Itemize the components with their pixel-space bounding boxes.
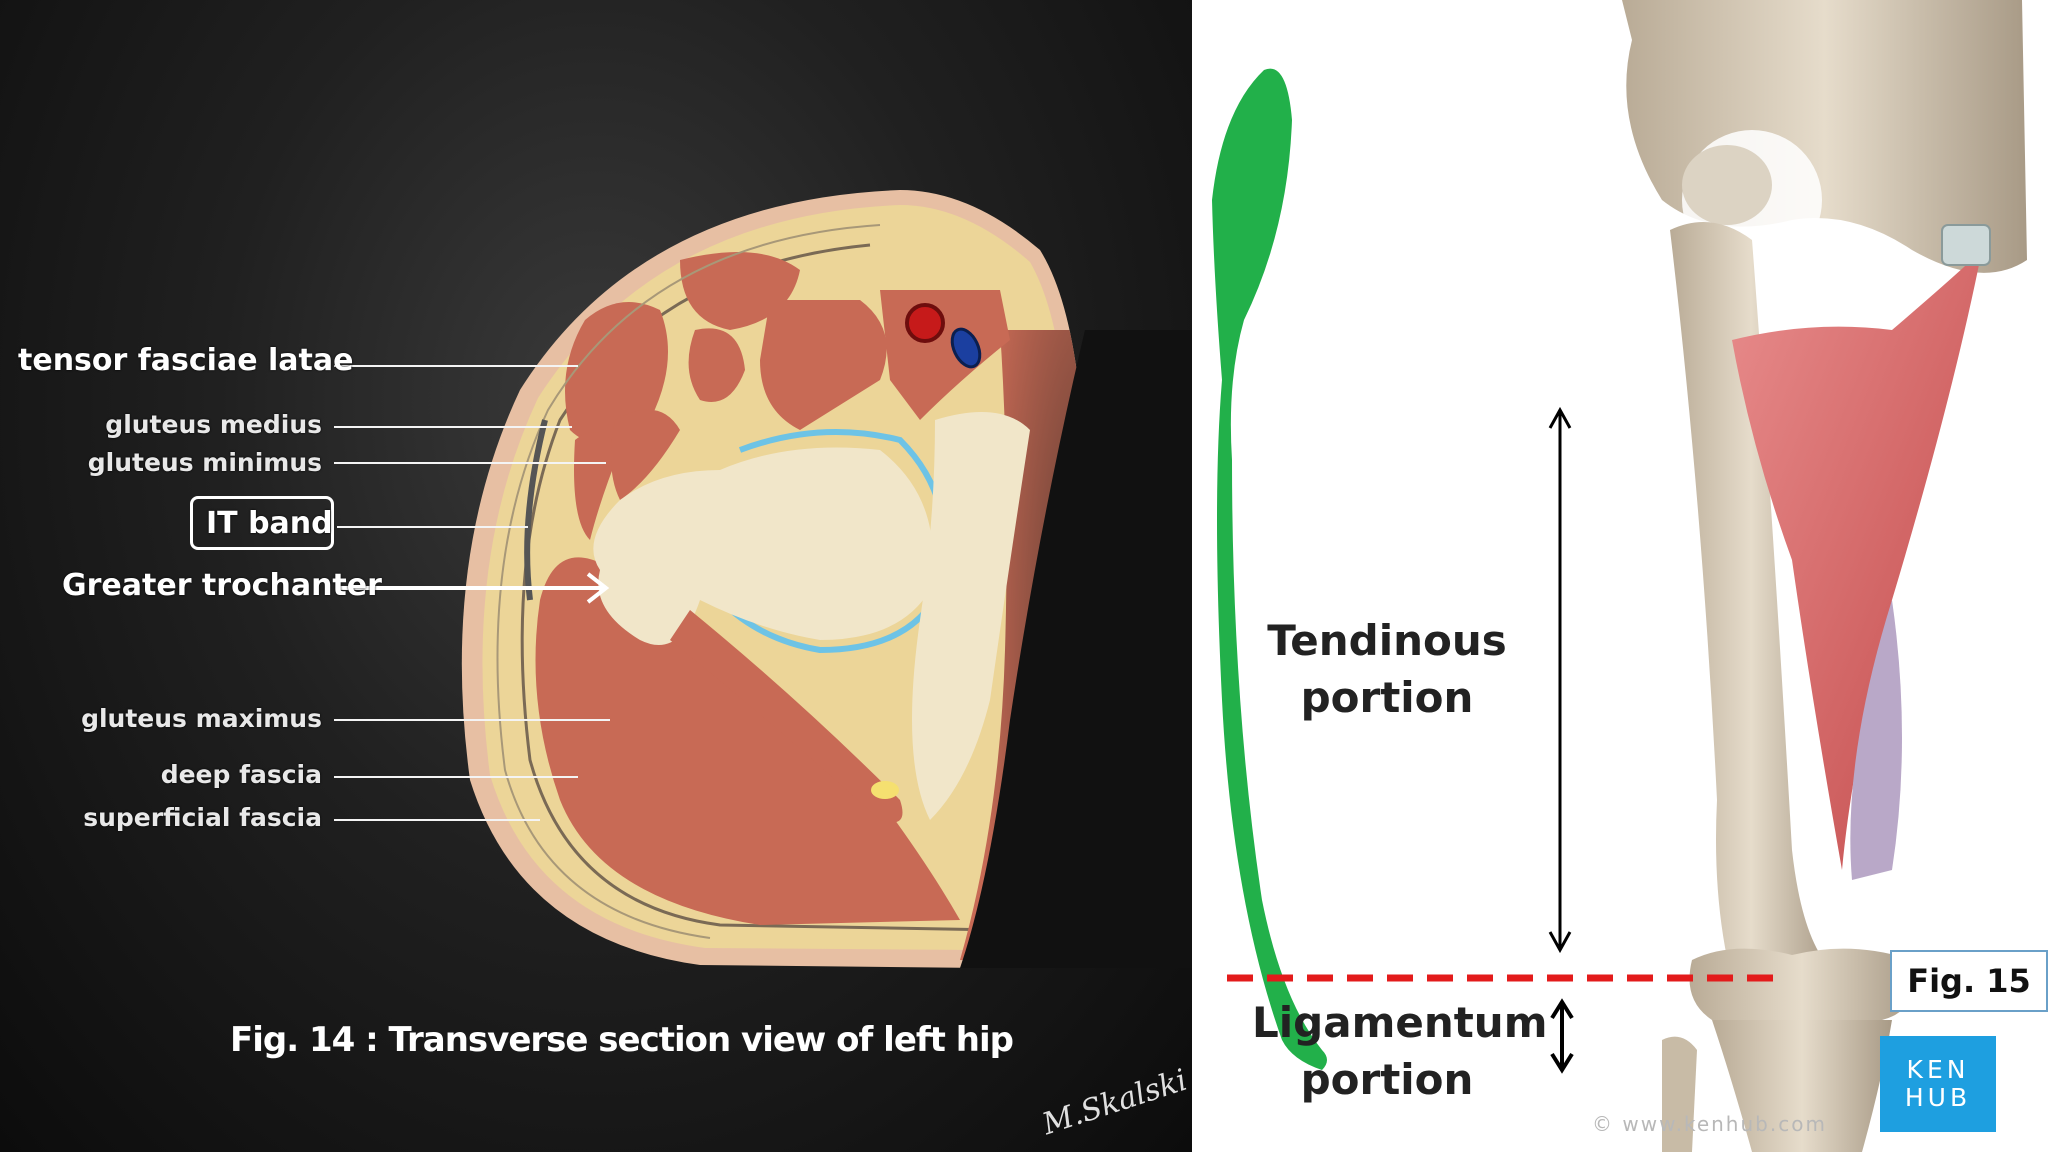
label-ligamentum-line2: portion [1300, 1055, 1474, 1104]
anterior-thigh-panel: Tendinous portion Ligamentum portion [1192, 0, 2048, 1152]
tensor-fasciae-latae-muscle [565, 302, 668, 443]
it-band-green [1212, 68, 1327, 1071]
femoral-vein [950, 327, 982, 369]
kenhub-logo-line1: KEN [1906, 1055, 1970, 1084]
femoral-head [1682, 145, 1772, 225]
label-tensor-fasciae-latae: tensor fasciae latae [18, 343, 354, 378]
knee-joint [1689, 948, 1914, 1020]
transverse-section-panel: tensor fasciae latae gluteus medius glut… [0, 0, 1192, 1152]
gluteus-minimus-muscle [611, 409, 680, 500]
kenhub-logo: KEN HUB [1880, 1036, 1996, 1132]
greater-trochanter-arrow [340, 572, 610, 604]
it-band-label-box [190, 496, 334, 550]
label-tendinous-line2: portion [1300, 673, 1474, 722]
femoral-artery [905, 303, 945, 343]
label-greater-trochanter: Greater trochanter [62, 568, 382, 603]
figure-15-label: Fig. 15 [1890, 950, 2048, 1012]
ligamentum-portion-arrow [1550, 998, 1574, 1074]
label-tendinous-line1: Tendinous [1267, 616, 1507, 665]
femur-bone [1670, 222, 1832, 980]
label-superficial-fascia: superficial fascia [83, 803, 322, 832]
label-gluteus-maximus: gluteus maximus [81, 704, 322, 733]
it-band-section [524, 419, 548, 601]
label-ligamentum-line1: Ligamentum [1252, 998, 1548, 1047]
tibia-bone [1712, 1020, 1892, 1152]
greater-trochanter-bone [593, 447, 933, 645]
label-ligamentum-portion: Ligamentum portion [1252, 998, 1548, 1104]
gluteus-maximus-muscle [535, 557, 960, 925]
label-it-band: IT band [206, 506, 333, 541]
figure-14-caption: Fig. 14 : Transverse section view of lef… [230, 1020, 1014, 1060]
hip-cross-section-illustration [334, 190, 1192, 968]
label-tendinous-portion: Tendinous portion [1252, 616, 1522, 722]
label-gluteus-medius: gluteus medius [105, 410, 322, 439]
tendinous-portion-arrow [1548, 406, 1572, 954]
label-deep-fascia: deep fascia [160, 760, 322, 789]
adductor-muscles [1732, 250, 1982, 870]
copyright-notice: © www.kenhub.com [1592, 1112, 1827, 1136]
gluteus-medius-muscle [574, 432, 620, 540]
label-gluteus-minimus: gluteus minimus [87, 448, 322, 477]
thigh-anatomy-illustration [1212, 0, 2027, 1152]
kenhub-logo-line2: HUB [1904, 1083, 1972, 1112]
